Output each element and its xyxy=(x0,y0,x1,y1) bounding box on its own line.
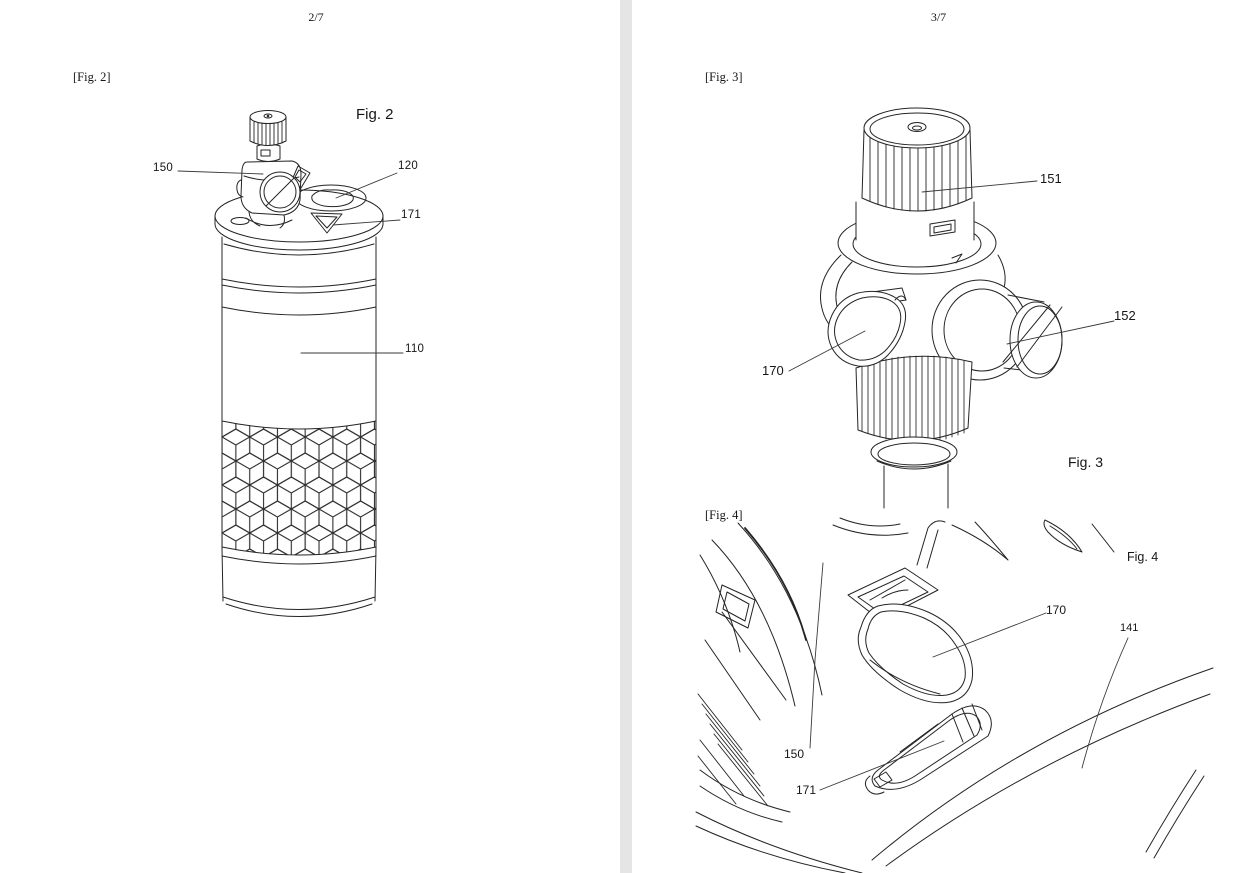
fig3-drawing xyxy=(820,107,1063,509)
fig3-ref-152: 152 xyxy=(1114,308,1136,323)
fig2-leader-lines xyxy=(177,170,404,354)
fig2-drawing xyxy=(214,110,384,617)
page-number-right: 3/7 xyxy=(930,10,947,24)
fig2-ref-110: 110 xyxy=(405,343,425,355)
fig4-leader-lines xyxy=(809,562,1129,791)
fig4-ref-141: 141 xyxy=(1120,622,1139,634)
fig4-tag: [Fig. 4] xyxy=(705,508,743,522)
fig2-ref-171: 171 xyxy=(401,209,422,221)
fig2-ref-120: 120 xyxy=(398,160,419,172)
fig4-ref-170: 170 xyxy=(1046,603,1067,617)
fig3-leader-lines xyxy=(788,180,1115,372)
page-number-left: 2/7 xyxy=(308,10,324,24)
fig4-ref-150: 150 xyxy=(784,747,805,761)
page-divider xyxy=(620,0,632,873)
fig4-ref-171: 171 xyxy=(796,783,817,797)
fig2-ref-150: 150 xyxy=(153,162,174,174)
fig3-ref-170: 170 xyxy=(762,363,784,378)
fig2-caption: Fig. 2 xyxy=(356,106,394,123)
fig3-tag: [Fig. 3] xyxy=(705,70,743,84)
fig3-caption: Fig. 3 xyxy=(1068,454,1104,470)
fig2-tag: [Fig. 2] xyxy=(73,70,111,84)
fig4-drawing xyxy=(695,517,1214,873)
fig4-caption: Fig. 4 xyxy=(1127,550,1159,564)
fig3-ref-151: 151 xyxy=(1040,171,1062,186)
